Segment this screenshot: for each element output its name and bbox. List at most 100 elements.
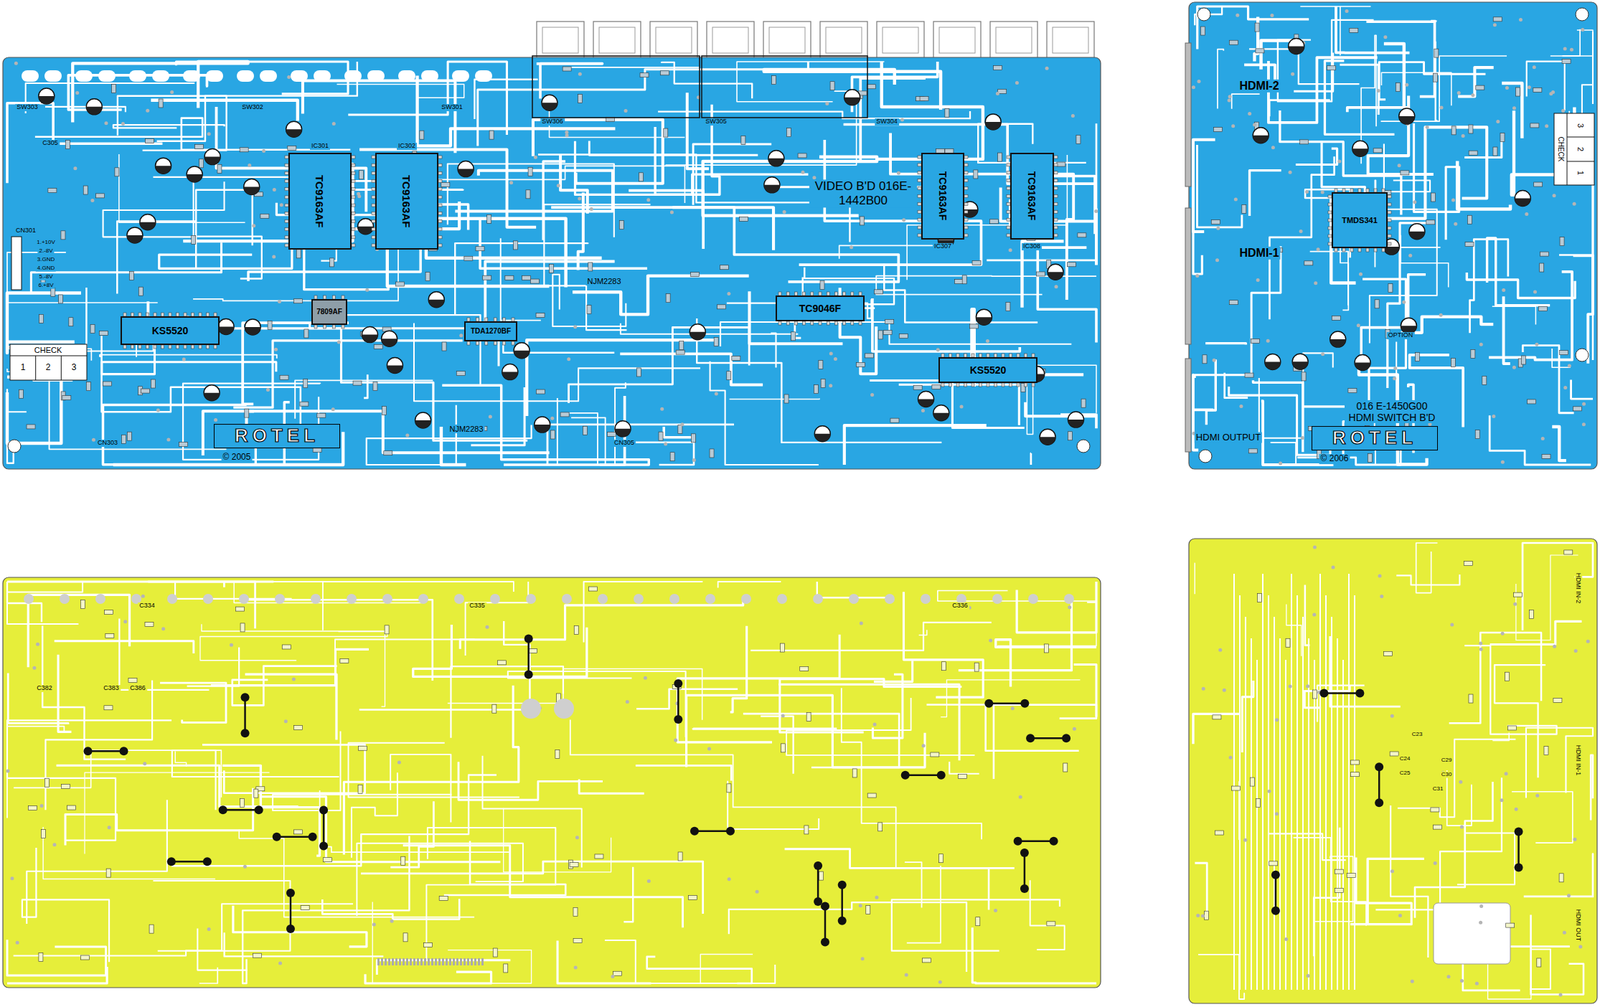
mounting-hole xyxy=(7,439,21,453)
through-hole-pad xyxy=(1064,594,1075,605)
part-label: 3.GND xyxy=(35,256,56,264)
via-hole xyxy=(707,746,712,751)
smd-part xyxy=(381,406,387,415)
via-hole xyxy=(995,91,1000,96)
pcb-board xyxy=(1188,538,1598,1004)
smd-part xyxy=(528,649,538,654)
via-hole xyxy=(15,941,20,945)
via-hole xyxy=(670,210,674,214)
copper-trace xyxy=(1551,426,1567,461)
copper-trace xyxy=(584,581,704,643)
smd-part xyxy=(919,96,929,102)
via-hole xyxy=(356,192,361,196)
smd-part xyxy=(83,185,88,195)
brand-logo: ROTEL xyxy=(213,424,341,449)
smd-part xyxy=(1538,307,1547,312)
copper-trace xyxy=(1361,274,1426,369)
copper-trace xyxy=(482,756,582,869)
copper-trace xyxy=(507,671,686,738)
via-hole xyxy=(874,896,879,900)
ic-pin xyxy=(1006,179,1011,183)
through-hole-pad xyxy=(705,594,716,605)
via-hole xyxy=(1222,688,1227,693)
via-hole xyxy=(643,676,648,681)
smd-part xyxy=(791,332,796,341)
via-hole xyxy=(405,434,409,438)
copper-trace xyxy=(764,69,941,110)
smd-part xyxy=(806,713,811,722)
through-hole-pad xyxy=(561,594,572,605)
copper-trace xyxy=(152,170,335,178)
via-hole xyxy=(213,418,218,422)
via-hole xyxy=(1499,798,1504,803)
smd-part xyxy=(1015,233,1025,238)
smd-part xyxy=(690,272,700,277)
via-hole xyxy=(1479,342,1484,347)
electrolytic-capacitor xyxy=(243,178,260,195)
ic-pin xyxy=(198,345,202,349)
electrolytic-capacitor xyxy=(286,121,303,138)
part-label: NJM2283 xyxy=(585,276,623,286)
smd-part xyxy=(1559,237,1565,247)
copper-trace xyxy=(608,954,753,984)
ic-pin xyxy=(941,383,945,387)
ic-pin xyxy=(213,345,217,349)
electrolytic-capacitor xyxy=(1514,190,1531,206)
through-hole-pad xyxy=(203,594,214,605)
copper-trace xyxy=(1408,384,1414,453)
smd-part xyxy=(144,622,154,628)
copper-trace xyxy=(986,123,1097,261)
copper-trace xyxy=(1295,148,1338,165)
smd-part xyxy=(401,856,406,866)
via-hole xyxy=(1320,443,1324,447)
ic-pin xyxy=(994,353,998,358)
ic-pin xyxy=(850,292,854,296)
via-hole xyxy=(1278,461,1283,465)
copper-trace xyxy=(972,927,1097,984)
smd-part xyxy=(974,662,979,672)
smd-part xyxy=(482,275,492,280)
smd-part xyxy=(1350,760,1359,765)
capacitor-polarity xyxy=(203,393,220,402)
solder-pad xyxy=(182,70,201,82)
smd-part xyxy=(441,342,447,351)
copper-trace xyxy=(54,641,194,654)
smd-part xyxy=(428,246,437,252)
copper-trace xyxy=(1390,805,1428,958)
via-hole xyxy=(801,170,806,175)
via-hole xyxy=(1243,838,1247,843)
smd-part xyxy=(941,662,946,671)
via-hole xyxy=(1288,170,1293,175)
solder-pad xyxy=(152,70,170,82)
smd-part xyxy=(1043,644,1049,653)
via-hole xyxy=(1544,124,1549,128)
copper-trace xyxy=(906,866,941,944)
ic-pin xyxy=(351,228,356,232)
copper-trace xyxy=(749,291,844,344)
smd-part xyxy=(296,249,301,259)
smd-part xyxy=(1212,715,1222,720)
via-hole xyxy=(1201,687,1206,691)
smd-part xyxy=(384,625,389,635)
smd-part xyxy=(39,314,44,323)
smd-part xyxy=(1077,233,1087,238)
jumper-wire xyxy=(677,683,680,720)
copper-trace xyxy=(533,119,663,184)
jumper-pad xyxy=(820,901,830,911)
smd-part xyxy=(613,971,623,976)
through-hole-pad xyxy=(490,594,501,605)
smd-part xyxy=(478,426,488,432)
via-hole xyxy=(279,203,284,207)
smd-part xyxy=(475,246,485,252)
table-rule xyxy=(10,355,87,381)
copper-trace xyxy=(403,845,684,929)
copper-trace xyxy=(27,594,130,668)
copper-trace xyxy=(1363,126,1487,219)
smd-part xyxy=(316,185,321,195)
via-hole xyxy=(921,744,926,748)
copper-trace xyxy=(526,340,715,417)
solder-pad xyxy=(474,70,493,82)
copper-trace xyxy=(335,639,475,676)
copper-trace xyxy=(1250,638,1253,991)
copper-trace xyxy=(1368,95,1434,175)
